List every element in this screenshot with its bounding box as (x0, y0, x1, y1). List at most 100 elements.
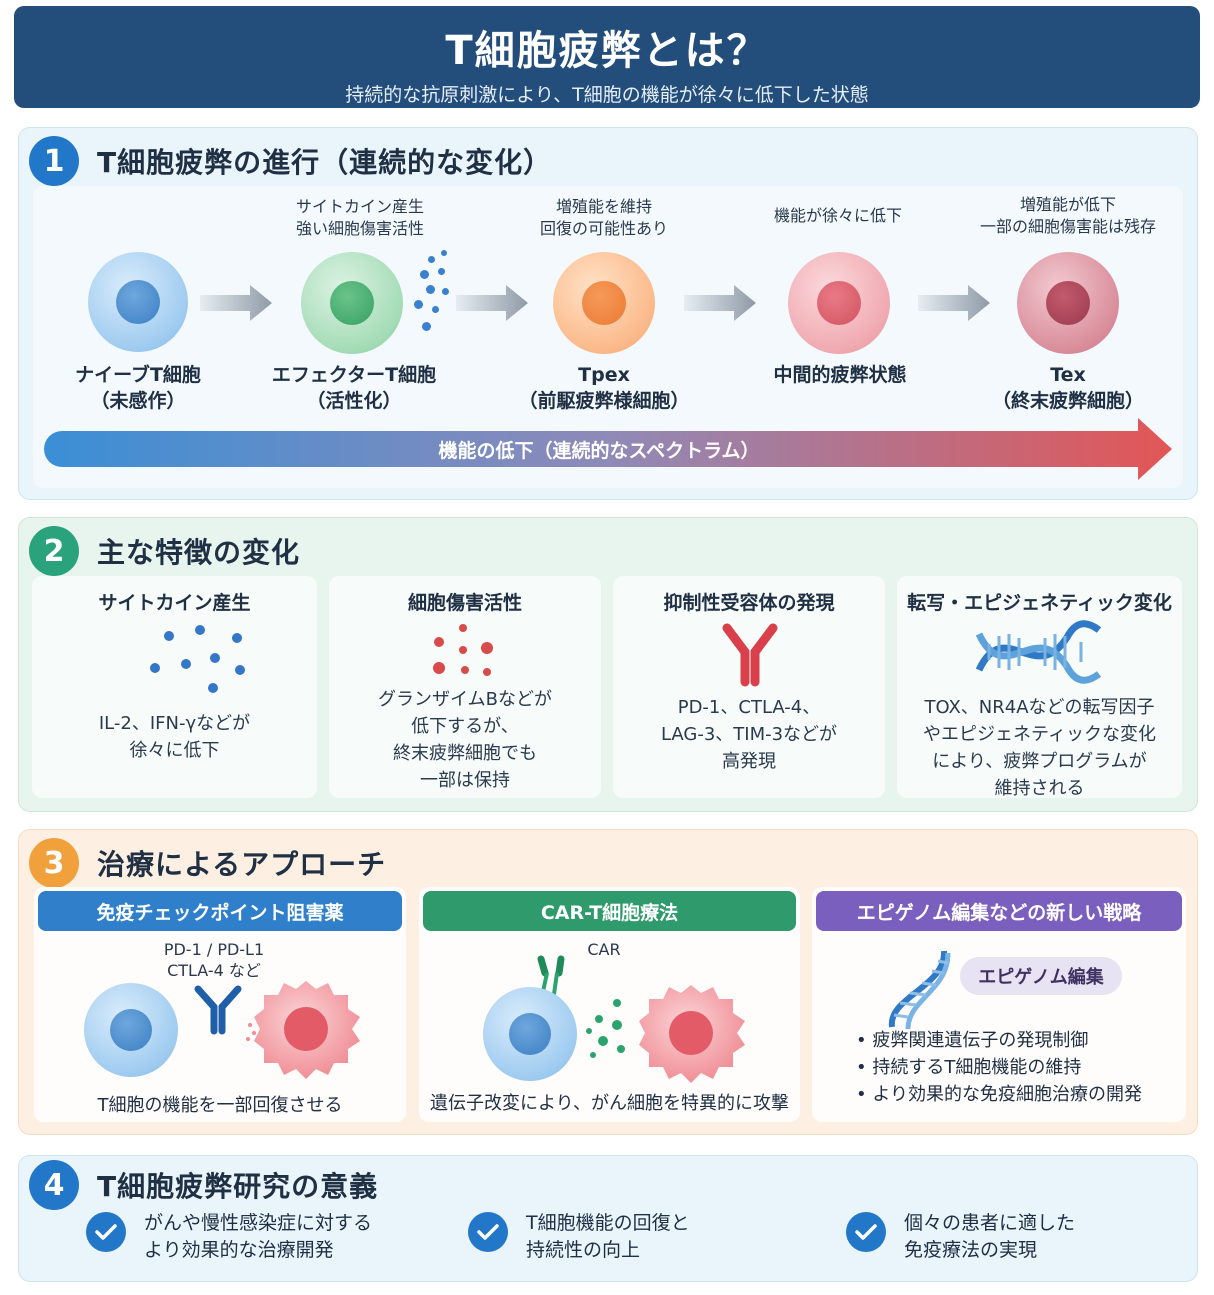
label-line: CTLA-4 など (167, 961, 261, 980)
tpex-cell-icon (553, 252, 655, 354)
significance-item: がんや慢性感染症に対する より効果的な治療開発 (86, 1210, 372, 1264)
stage-description-line: 機能が徐々に低下 (773, 206, 902, 225)
card-description: グランザイムBなどが 低下するが、 終末疲弊細胞でも 一部は保持 (329, 686, 601, 794)
card-title: サイトカイン産生 (98, 592, 251, 614)
significance-line: がんや慢性感染症に対する (144, 1212, 373, 1234)
significance-text: がんや慢性感染症に対する より効果的な治療開発 (144, 1210, 372, 1264)
granule-dots-icon (433, 624, 493, 676)
card-line: PD-1、CTLA-4、 (677, 697, 821, 718)
nucleus-icon (582, 281, 626, 325)
card-title: 抑制性受容体の発現 (663, 592, 835, 614)
cytokine-dot (432, 306, 439, 313)
stage-label: ナイーブT細胞 （未感作） (18, 362, 258, 414)
section-number: 3 (29, 838, 79, 888)
nucleus-icon (509, 1013, 551, 1055)
significance-line: 持続性の向上 (526, 1239, 641, 1261)
car-t-cell-icon (483, 987, 577, 1081)
card-description: PD-1、CTLA-4、 LAG-3、TIM-3などが 高発現 (613, 694, 885, 775)
panel-caption: T細胞の機能を一部回復させる (97, 1095, 343, 1116)
card-title: 転写・エピジェネティック変化 (907, 592, 1172, 614)
card-line: 徐々に低下 (129, 740, 220, 761)
card-line: IL-2、IFN-γなどが (98, 713, 251, 734)
cytokine-dot (428, 256, 435, 263)
check-icon (468, 1212, 508, 1252)
therapy-panel-checkpoint: 免疫チェックポイント阻害薬 PD-1 / PD-L1 CTLA-4 など T細胞… (34, 887, 406, 1122)
stage-description-line: 増殖能を維持 (555, 197, 652, 216)
nucleus-icon (330, 281, 374, 325)
stage-description-line: 増殖能が低下 (1019, 195, 1116, 214)
cytokine-dot (420, 270, 429, 279)
section-title: T細胞疲弊の進行（連続的な変化） (97, 146, 553, 179)
panel-caption: 遺伝子改変により、がん細胞を特異的に攻撃 (430, 1093, 789, 1114)
significance-text: T細胞機能の回復と 持続性の向上 (526, 1210, 690, 1264)
section-title: 治療によるアプローチ (97, 848, 387, 881)
significance-line: T細胞機能の回復と (526, 1212, 690, 1234)
panel-title: CAR-T細胞療法 (423, 891, 796, 931)
stage-label: Tex （終末疲弊細胞） (948, 362, 1188, 414)
tex-cell-icon (1017, 252, 1119, 354)
cytokine-dot (426, 285, 435, 294)
card-line: により、疲弊プログラムが (932, 751, 1147, 772)
dna-icon (975, 620, 1102, 684)
arrow-right-icon (918, 285, 990, 321)
stage-description: 機能が徐々に低下 (728, 205, 948, 227)
label-line: PD-1 / PD-L1 (163, 940, 265, 959)
stage-description: 増殖能が低下 一部の細胞傷害能は残存 (958, 194, 1178, 238)
stage-subname: （前駆疲弊様細胞） (518, 390, 690, 412)
panel-title: 免疫チェックポイント阻害薬 (38, 891, 402, 931)
stage-label: 中間的疲弊状態 (720, 362, 960, 388)
card-description: IL-2、IFN-γなどが 徐々に低下 (32, 710, 317, 764)
significance-line: より効果的な治療開発 (144, 1239, 334, 1261)
check-icon (86, 1212, 126, 1252)
strategy-list: 疲弊関連遺伝子の発現制御 持続するT細胞機能の維持 より効果的な免疫細胞治療の開… (856, 1027, 1142, 1108)
significance-item: 個々の患者に適した 免疫療法の実現 (846, 1210, 1075, 1264)
nucleus-icon (1046, 281, 1090, 325)
significance-line: 免疫療法の実現 (904, 1239, 1038, 1261)
significance-item: T細胞機能の回復と 持続性の向上 (468, 1210, 690, 1264)
stage-subname: （活性化） (306, 390, 402, 412)
cytokine-dots-icon (150, 625, 245, 693)
therapy-panel-epigenome: エピゲノム編集などの新しい戦略 エピゲノム編集 疲弊関連遺伝子の発現制御 持続す… (812, 887, 1186, 1122)
cytokine-dots-icon (586, 999, 625, 1058)
cytokine-dot (414, 300, 423, 309)
cancer-cell-icon (246, 981, 360, 1079)
section-title: 主な特徴の変化 (97, 536, 301, 569)
header-banner: T細胞疲弊とは？ 持続的な抗原刺激により、T細胞の機能が徐々に低下した状態 (14, 6, 1200, 108)
cytokine-dot (422, 322, 431, 331)
section-number: 1 (29, 136, 79, 186)
significance-text: 個々の患者に適した 免疫療法の実現 (904, 1210, 1075, 1264)
card-line: LAG-3、TIM-3などが (660, 724, 838, 745)
stage-name: 中間的疲弊状態 (773, 364, 907, 386)
receptor-icon (722, 623, 778, 687)
list-item: より効果的な免疫細胞治療の開発 (856, 1081, 1142, 1108)
section-title: T細胞疲弊研究の意義 (97, 1170, 379, 1203)
nucleus-icon (110, 1009, 152, 1051)
list-item: 疲弊関連遺伝子の発現制御 (856, 1027, 1142, 1054)
cytokine-dot (442, 288, 449, 295)
section-header: 4 T細胞疲弊研究の意義 (29, 1160, 378, 1210)
card-description: TOX、NR4Aなどの転写因子 やエピジェネティックな変化 により、疲弊プログラ… (897, 694, 1182, 802)
nucleus-icon (817, 281, 861, 325)
section-header: 3 治療によるアプローチ (29, 838, 386, 888)
spectrum-label: 機能の低下（連続的なスペクトラム） (438, 440, 760, 462)
stage-description: サイトカイン産生 強い細胞傷害活性 (250, 196, 470, 240)
section-header: 1 T細胞疲弊の進行（連続的な変化） (29, 136, 552, 186)
cytokine-dot (438, 268, 445, 275)
naive-t-cell-icon (88, 252, 188, 352)
effector-t-cell-icon (301, 252, 403, 354)
section-header: 2 主な特徴の変化 (29, 526, 300, 576)
card-line: TOX、NR4Aなどの転写因子 (924, 697, 1155, 718)
feature-card-receptors: 抑制性受容体の発現 PD-1、CTLA-4、 LAG-3、TIM-3などが 高発… (613, 576, 885, 798)
arrow-right-icon (684, 285, 756, 321)
therapy-panel-car-t: CAR-T細胞療法 CAR 遺伝子改変により、がん細胞を特異的に攻撃 (419, 887, 800, 1122)
stage-description-line: 一部の細胞傷害能は残存 (979, 217, 1156, 236)
cancer-cell-icon (639, 985, 745, 1083)
checkpoint-label: PD-1 / PD-L1 CTLA-4 など (134, 939, 294, 981)
t-cell-icon (84, 983, 178, 1077)
arrow-right-icon (200, 285, 272, 321)
feature-card-cytotoxicity: 細胞傷害活性 グランザイムBなどが 低下するが、 終末疲弊細胞でも 一部は保持 (329, 576, 601, 798)
section-significance: 4 T細胞疲弊研究の意義 (18, 1155, 1198, 1282)
stage-description-line: 回復の可能性あり (539, 219, 668, 238)
page-title: T細胞疲弊とは？ (445, 28, 769, 74)
car-label: CAR (587, 940, 621, 959)
